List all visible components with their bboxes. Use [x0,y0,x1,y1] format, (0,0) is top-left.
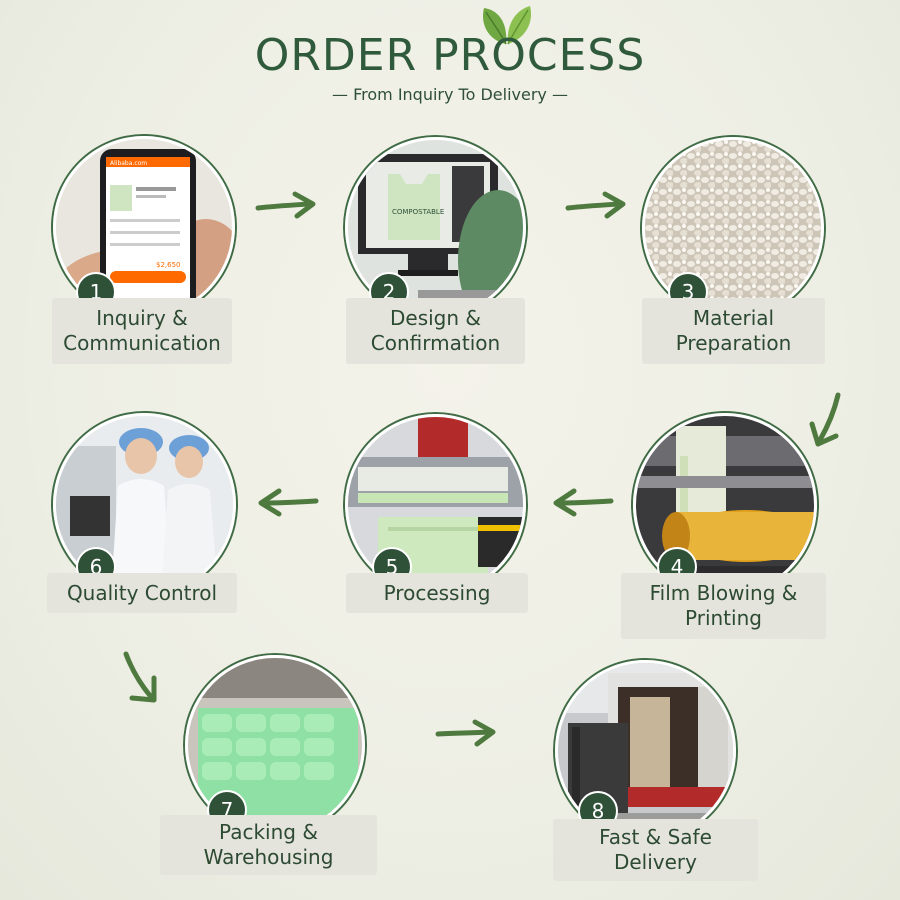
arrow-right-icon [435,719,496,747]
page-title: ORDER PROCESS [254,30,646,81]
page-subtitle: — From Inquiry To Delivery — [332,85,568,104]
step-5-photo [345,414,526,595]
arrow-right-icon [255,191,316,219]
arrow-left-icon [258,488,319,517]
step-4-label: Film Blowing & Printing [621,573,826,639]
step-7-label: Packing & Warehousing [160,815,377,875]
step-5-label: Processing [346,573,528,613]
arrow-right-icon [565,191,626,219]
svg-text:COMPOSTABLE: COMPOSTABLE [392,208,444,216]
arrow-down-icon [123,651,157,703]
svg-text:$2,650: $2,650 [156,261,181,269]
leaf-icon [482,6,532,45]
step-2-photo: COMPOSTABLE [345,137,526,318]
arrow-down-icon [809,392,841,447]
step-1-label: Inquiry & Communication [52,298,232,364]
step-6-label: Quality Control [47,573,237,613]
step-8-photo [555,660,736,841]
svg-text:Alibaba.com: Alibaba.com [110,160,147,167]
step-6-photo [53,413,236,596]
arrow-left-icon [553,488,614,517]
step-2-label: Design & Confirmation [346,298,525,364]
step-3-label: Material Preparation [642,298,825,364]
step-1-photo: Alibaba.com $2,650 [53,136,235,318]
step-8-label: Fast & Safe Delivery [553,819,758,881]
